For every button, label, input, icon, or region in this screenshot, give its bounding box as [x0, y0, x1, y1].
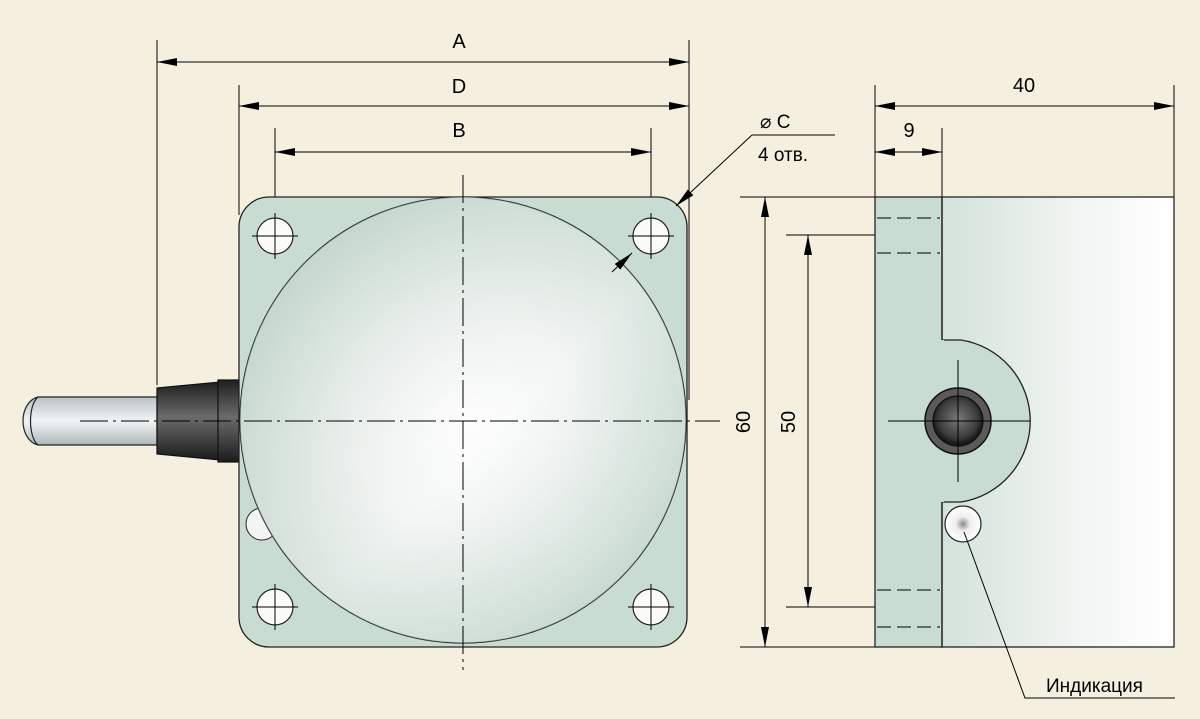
side-view: 40 9 Индикация — [874, 75, 1175, 699]
mounting-hole-top-left — [252, 213, 298, 259]
hole-diameter-label: ⌀ C — [760, 112, 790, 133]
cable-entry — [888, 360, 1030, 482]
mounting-hole-bottom-left — [252, 584, 298, 630]
mounting-hole-top-right — [628, 213, 674, 259]
mounting-hole-bottom-right — [628, 584, 674, 630]
dim-label-50: 50 — [778, 411, 800, 433]
indicator-leader — [963, 531, 1175, 699]
hole-leader-line — [675, 134, 753, 207]
dim-label-b: B — [452, 120, 465, 142]
hole-count-label: 4 отв. — [758, 145, 808, 166]
indicator-label: Индикация — [1046, 676, 1143, 697]
dim-label-a: A — [452, 31, 466, 53]
dim-label-40: 40 — [1013, 75, 1035, 97]
hole-leader-arrow-inner — [611, 252, 633, 273]
indicator-led — [944, 505, 982, 543]
dim-label-60: 60 — [733, 411, 755, 433]
front-view: A D B ⌀ C 4 отв. 60 50 — [22, 31, 980, 670]
dim-label-9: 9 — [903, 120, 914, 142]
dim-label-d: D — [452, 76, 466, 98]
